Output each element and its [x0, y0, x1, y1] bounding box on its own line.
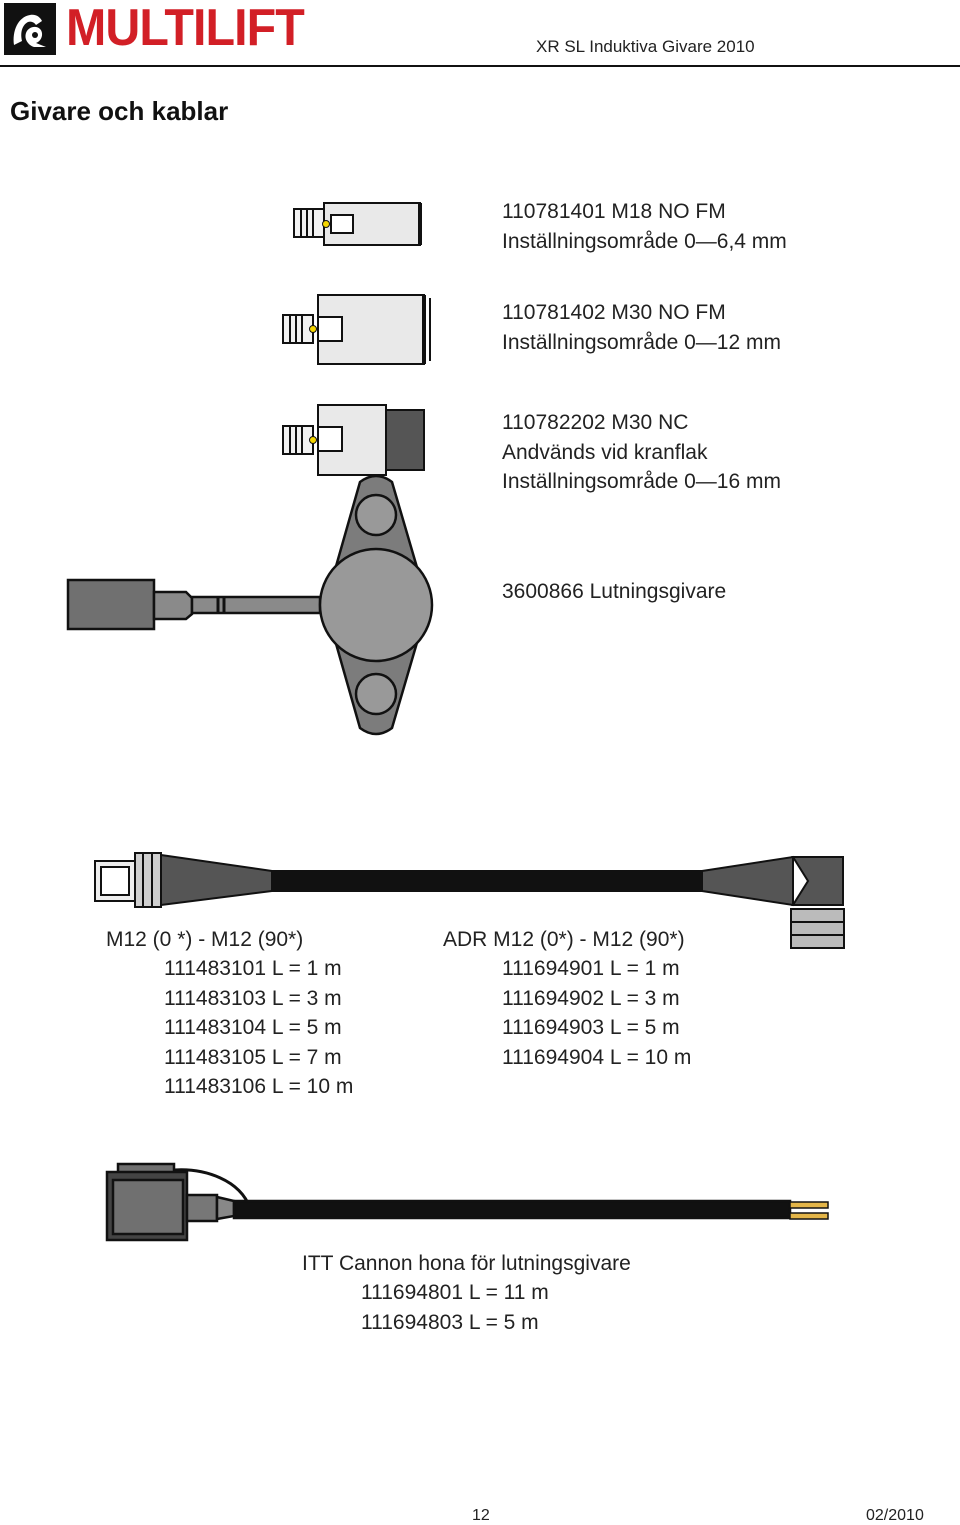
sensor-label-3: 110782202 M30 NC Andvänds vid kranflak I… — [502, 408, 781, 497]
cable-left-item: 111483104 L = 5 m — [164, 1016, 342, 1039]
m12-cable-illustration — [94, 852, 845, 949]
brand-wordmark: MULTILIFT — [66, 0, 305, 57]
cable-left-item: 111483106 L = 10 m — [164, 1075, 354, 1098]
cable-right-item: 111694902 L = 3 m — [502, 986, 680, 1010]
tilt-sensor-illustration — [66, 474, 434, 736]
itt-list: 111694801 L = 11 m 111694803 L = 5 m — [361, 1278, 549, 1337]
sensor-2-line-1: 110781402 M30 NO FM — [502, 301, 726, 324]
logo-emblem — [4, 3, 56, 55]
page-number: 12 — [472, 1507, 490, 1524]
sensor-1-line-2: Inställningsområde 0—6,4 mm — [502, 229, 787, 253]
sensor-m30-no-illustration — [282, 294, 431, 365]
cable-left-item: 111483101 L = 1 m — [164, 957, 342, 980]
cable-right-item: 111694904 L = 10 m — [502, 1045, 692, 1069]
sensor-m30-nc-illustration — [282, 404, 425, 476]
itt-item: 111694801 L = 11 m — [361, 1281, 549, 1304]
itt-title: ITT Cannon hona för lutningsgivare — [302, 1252, 631, 1275]
document-title: XR SL Induktiva Givare 2010 — [536, 37, 755, 56]
cable-right-item: 111694901 L = 1 m — [502, 957, 680, 980]
sensor-1-line-1: 110781401 M18 NO FM — [502, 200, 726, 223]
logo-icon — [13, 14, 46, 47]
sensor-3-line-1: 110782202 M30 NC — [502, 411, 689, 434]
footer-date: 02/2010 — [866, 1507, 924, 1524]
sensor-3-line-3: Inställningsområde 0—16 mm — [502, 470, 781, 493]
sensor-3-line-2: Andvänds vid kranflak — [502, 440, 708, 464]
sensor-4-line-1: 3600866 Lutningsgivare — [502, 580, 727, 603]
sensor-label-1: 110781401 M18 NO FM Inställningsområde 0… — [502, 197, 787, 256]
cable-right-list: 111694901 L = 1 m 111694902 L = 3 m 1116… — [502, 954, 691, 1072]
cable-right-title: ADR M12 (0*) - M12 (90*) — [443, 928, 685, 951]
cable-left-item: 111483103 L = 3 m — [164, 986, 342, 1010]
itt-cannon-cable-illustration — [105, 1162, 829, 1242]
page-heading: Givare och kablar — [10, 96, 229, 126]
cable-left-list: 111483101 L = 1 m 111483103 L = 3 m 1114… — [164, 954, 353, 1102]
cable-right-item: 111694903 L = 5 m — [502, 1016, 680, 1039]
sensor-label-4: 3600866 Lutningsgivare — [502, 577, 726, 607]
cable-left-title: M12 (0 *) - M12 (90*) — [106, 928, 304, 951]
sensor-label-2: 110781402 M30 NO FM Inställningsområde 0… — [502, 298, 781, 357]
cable-left-item: 111483105 L = 7 m — [164, 1045, 342, 1069]
itt-item: 111694803 L = 5 m — [361, 1310, 539, 1334]
header-rule — [0, 65, 960, 67]
sensor-2-line-2: Inställningsområde 0—12 mm — [502, 330, 781, 354]
sensor-m18-illustration — [293, 202, 422, 246]
